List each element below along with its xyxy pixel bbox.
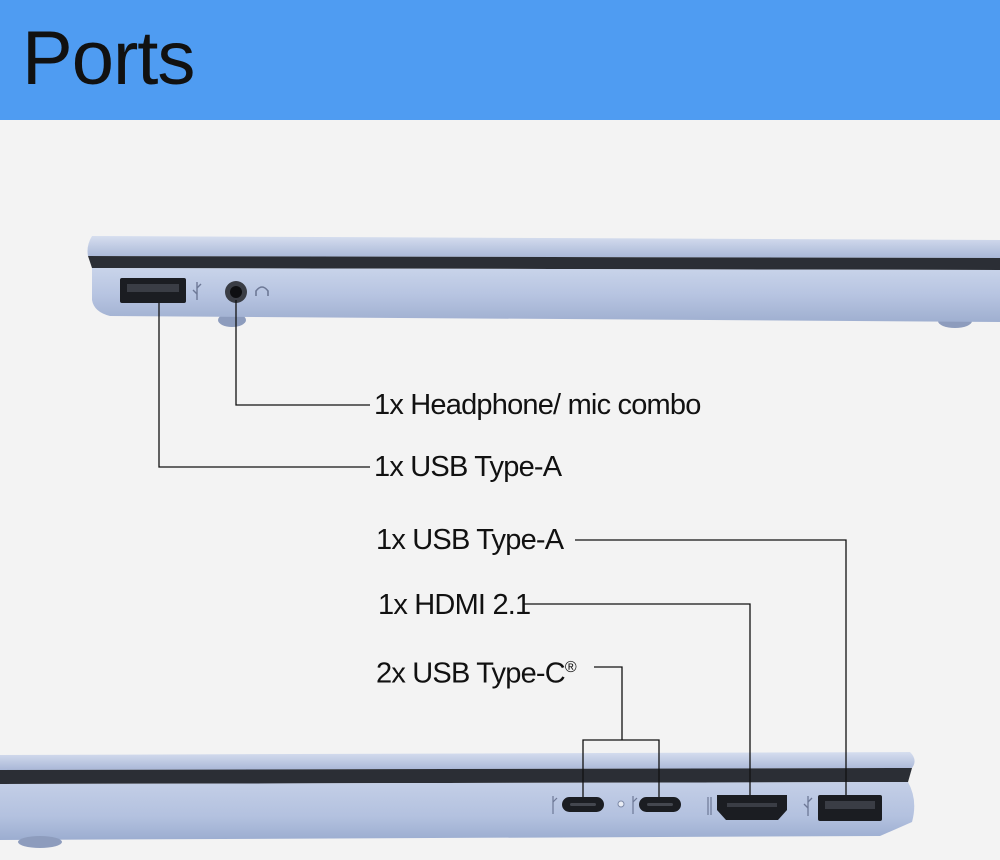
page-title: Ports [22, 16, 195, 101]
registered-mark: ® [564, 659, 577, 676]
label-usb-type-c: 2x USB Type-C® [376, 651, 577, 691]
laptop-base [92, 268, 1000, 322]
callout-bracket-usb-c [582, 739, 660, 797]
callout-line-headphone [235, 300, 370, 406]
callout-line-usb-c [594, 666, 623, 740]
usb-ss-icon [803, 796, 813, 816]
callout-line-usb-a-left [158, 303, 370, 468]
headphone-jack-hole [230, 286, 242, 298]
label-headphone-mic-combo: 1x Headphone/ mic combo [374, 389, 701, 421]
usb-c-port-2-tongue [647, 803, 673, 806]
hdmi-icon [707, 797, 712, 815]
laptop-hinge-seam [88, 256, 1000, 270]
usb-a-port-tongue [127, 284, 179, 292]
laptop-base [0, 782, 915, 840]
callout-line-hdmi [524, 603, 751, 795]
usb-ss-icon [192, 282, 202, 300]
usb-c-port-1-tongue [570, 803, 596, 806]
label-hdmi: 1x HDMI 2.1 [378, 589, 531, 621]
charge-led [617, 800, 625, 808]
laptop-left-side [87, 236, 1000, 468]
laptop-hinge-seam [0, 768, 912, 784]
label-usb-type-a-left: 1x USB Type-A [374, 451, 562, 483]
hdmi-port [717, 795, 787, 820]
label-usb-type-a-right: 1x USB Type-A [376, 524, 564, 556]
laptop-lid [0, 752, 915, 770]
header-banner: Ports [0, 0, 1000, 120]
usb-c-ss-icon [632, 796, 638, 814]
label-usb-type-c-text: 2x USB Type-C [376, 657, 566, 690]
laptop-right-side [0, 539, 915, 848]
usb-c-ss-icon [552, 796, 558, 814]
callout-line-usb-a-right [575, 539, 847, 795]
headphone-icon [255, 286, 269, 296]
usb-a-port-tongue [825, 801, 875, 809]
hdmi-port-tongue [727, 803, 777, 807]
laptop-lid [87, 236, 1000, 258]
laptop-foot [18, 836, 62, 848]
